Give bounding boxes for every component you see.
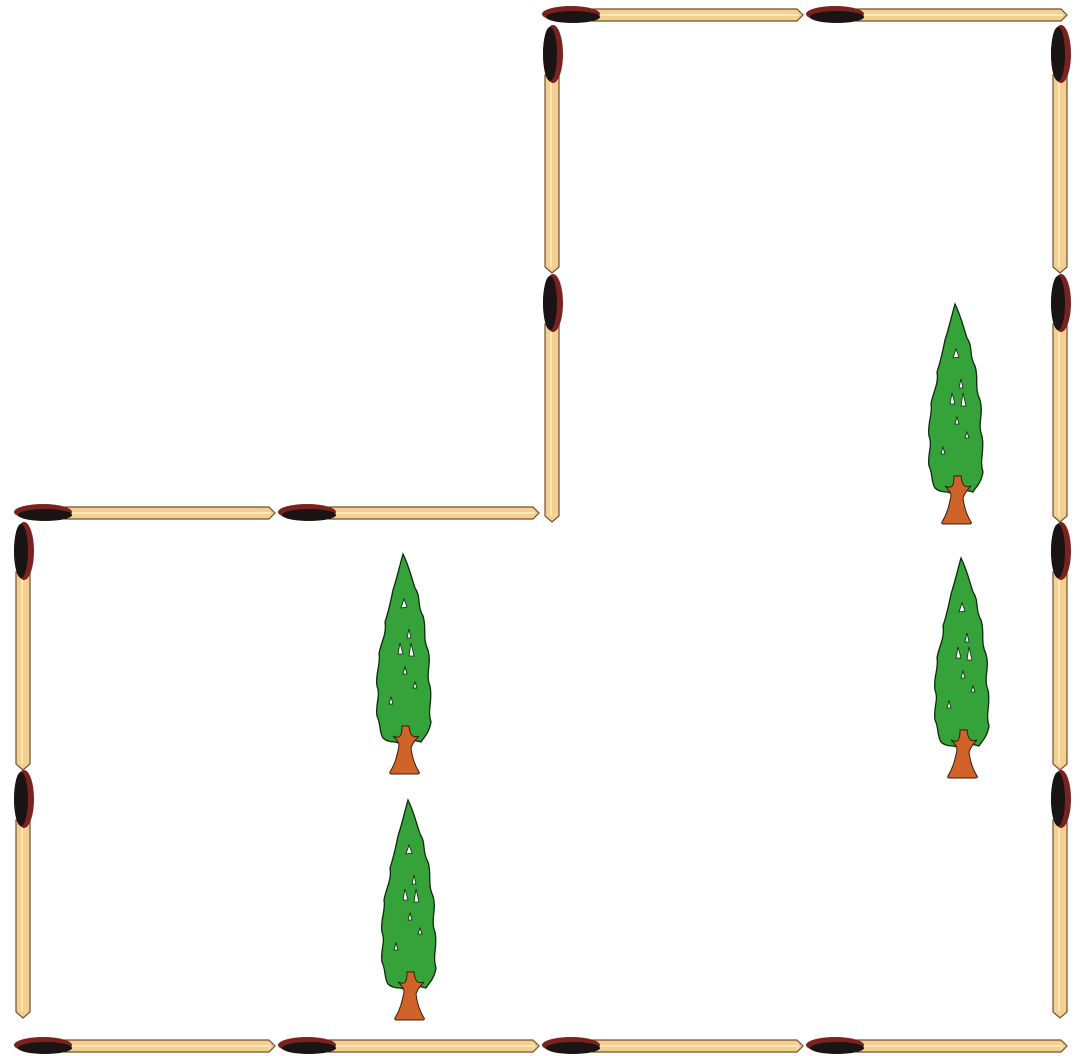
matchstick-horizontal-top-1 <box>542 6 803 23</box>
matchstick-vertical-inner-lower <box>543 274 563 522</box>
matchstick-vertical-inner-upper <box>543 25 563 273</box>
matchstick-horizontal-mid-2 <box>278 504 539 521</box>
matchstick-horizontal-mid-1 <box>14 504 275 521</box>
tree-icon <box>929 304 983 524</box>
matchstick-vertical-right-3 <box>1051 522 1071 770</box>
matchstick-horizontal-bottom-4 <box>806 1037 1067 1054</box>
matchstick-vertical-right-1 <box>1051 25 1071 273</box>
matchstick-horizontal-bottom-3 <box>542 1037 803 1054</box>
matchstick-vertical-left-lower <box>14 770 34 1018</box>
tree-icon <box>377 554 431 774</box>
matchstick-vertical-right-2 <box>1051 274 1071 522</box>
matchstick-vertical-right-4 <box>1051 770 1071 1018</box>
trees <box>377 304 989 1020</box>
matchsticks <box>14 6 1071 1054</box>
matchstick-horizontal-bottom-2 <box>278 1037 539 1054</box>
tree-icon <box>382 800 436 1020</box>
matchstick-horizontal-top-2 <box>806 6 1067 23</box>
matchstick-vertical-left-upper <box>14 522 34 770</box>
matchstick-horizontal-bottom-1 <box>14 1037 275 1054</box>
tree-icon <box>935 558 989 778</box>
